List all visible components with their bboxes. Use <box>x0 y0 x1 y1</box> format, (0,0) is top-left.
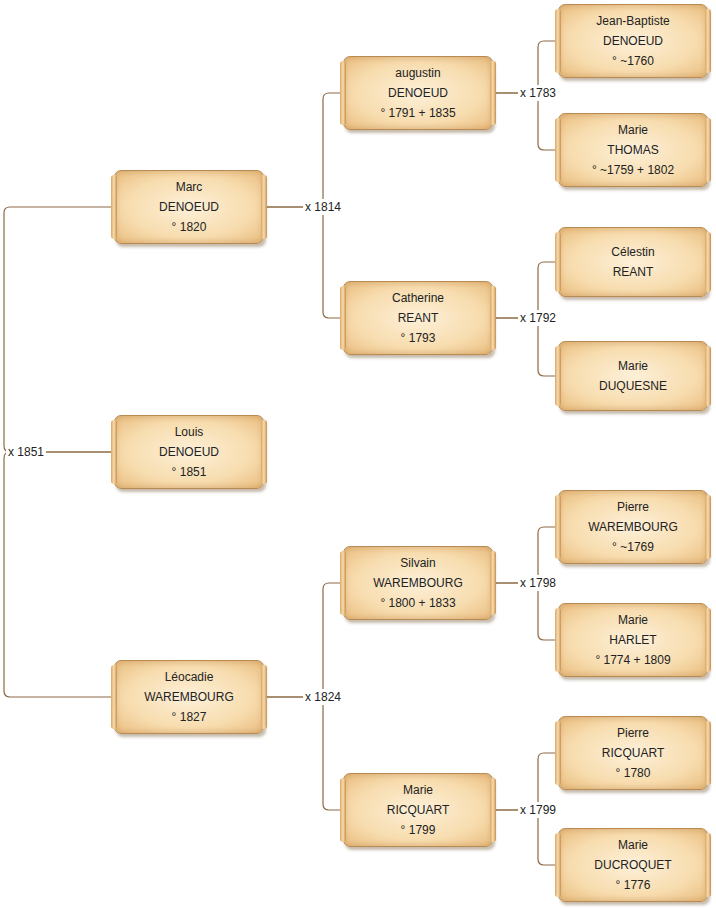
marriage-label: x 1851 <box>6 444 46 460</box>
person-detail: WAREMBOURG <box>373 573 463 593</box>
person-detail: ° 1827 <box>172 707 207 727</box>
person-detail: WAREMBOURG <box>144 687 234 707</box>
given-name: Pierre <box>617 497 649 517</box>
person-detail: ° 1776 <box>616 875 651 895</box>
person-box: MarcDENOEUD° 1820 <box>114 170 264 244</box>
person-detail: ° 1780 <box>616 763 651 783</box>
person-detail: DENOEUD <box>159 197 219 217</box>
person-box: augustinDENOEUD° 1791 + 1835 <box>343 56 493 130</box>
person-detail: ° 1793 <box>401 328 436 348</box>
person-detail: DUCROQUET <box>594 855 671 875</box>
person-box: MarieHARLET° 1774 + 1809 <box>558 603 708 677</box>
family-connector <box>264 207 343 318</box>
given-name: Marc <box>176 177 203 197</box>
marriage-label: x 1814 <box>303 199 343 215</box>
person-detail: ° 1800 + 1833 <box>380 593 455 613</box>
given-name: Marie <box>618 120 648 140</box>
person-detail: ° ~1769 <box>612 537 654 557</box>
family-connector <box>4 452 114 697</box>
person-box: CélestinREANT <box>558 227 708 297</box>
marriage-label: x 1798 <box>518 575 558 591</box>
person-box: Jean-BaptisteDENOEUD° ~1760 <box>558 4 708 78</box>
person-box: MarieDUQUESNE <box>558 341 708 411</box>
family-connector <box>493 583 558 640</box>
family-connector <box>493 318 558 376</box>
given-name: Marie <box>618 356 648 376</box>
person-detail: DENOEUD <box>388 83 448 103</box>
given-name: Catherine <box>392 288 444 308</box>
person-box: MarieDUCROQUET° 1776 <box>558 828 708 902</box>
person-detail: RICQUART <box>387 800 449 820</box>
person-box: CatherineREANT° 1793 <box>343 281 493 355</box>
family-connector <box>264 583 343 697</box>
person-detail: DUQUESNE <box>599 376 667 396</box>
person-detail: ° 1820 <box>172 217 207 237</box>
marriage-label: x 1783 <box>518 85 558 101</box>
person-box: LouisDENOEUD° 1851 <box>114 415 264 489</box>
family-connector <box>493 93 558 150</box>
person-detail: DENOEUD <box>603 31 663 51</box>
person-detail: ° 1799 <box>401 820 436 840</box>
given-name: Louis <box>175 422 204 442</box>
given-name: Silvain <box>400 553 435 573</box>
person-detail: ° 1774 + 1809 <box>595 650 670 670</box>
person-detail: REANT <box>613 262 654 282</box>
person-detail: WAREMBOURG <box>588 517 678 537</box>
given-name: Marie <box>403 780 433 800</box>
given-name: Marie <box>618 835 648 855</box>
family-connector <box>493 810 558 865</box>
given-name: Marie <box>618 610 648 630</box>
person-box: PierreWAREMBOURG° ~1769 <box>558 490 708 564</box>
given-name: Jean-Baptiste <box>596 11 669 31</box>
person-detail: REANT <box>398 308 439 328</box>
person-detail: RICQUART <box>602 743 664 763</box>
person-detail: DENOEUD <box>159 442 219 462</box>
person-detail: HARLET <box>609 630 656 650</box>
person-box: PierreRICQUART° 1780 <box>558 716 708 790</box>
given-name: augustin <box>395 63 440 83</box>
person-box: MarieRICQUART° 1799 <box>343 773 493 847</box>
person-box: MarieTHOMAS° ~1759 + 1802 <box>558 113 708 187</box>
person-box: LéocadieWAREMBOURG° 1827 <box>114 660 264 734</box>
given-name: Pierre <box>617 723 649 743</box>
person-detail: ° ~1759 + 1802 <box>592 160 674 180</box>
marriage-label: x 1792 <box>518 310 558 326</box>
marriage-label: x 1799 <box>518 802 558 818</box>
given-name: Célestin <box>611 242 654 262</box>
person-detail: ° 1851 <box>172 462 207 482</box>
person-detail: ° 1791 + 1835 <box>380 103 455 123</box>
family-connector <box>4 207 114 452</box>
person-detail: ° ~1760 <box>612 51 654 71</box>
given-name: Léocadie <box>165 667 214 687</box>
family-connector <box>264 93 343 207</box>
marriage-label: x 1824 <box>303 689 343 705</box>
person-detail: THOMAS <box>607 140 658 160</box>
person-box: SilvainWAREMBOURG° 1800 + 1833 <box>343 546 493 620</box>
family-connector <box>264 697 343 810</box>
